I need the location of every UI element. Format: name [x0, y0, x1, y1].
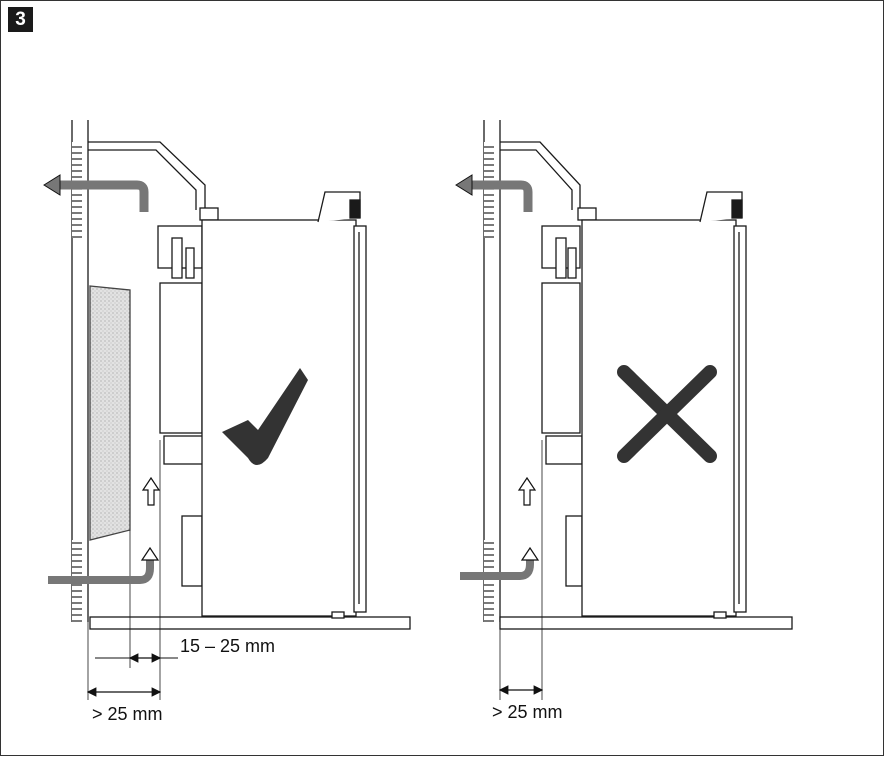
dimension-outer-right: > 25 mm	[492, 685, 563, 722]
wall-bracket	[88, 141, 206, 210]
left-panel-correct	[71, 120, 411, 700]
dimension-outer-left-label: > 25 mm	[92, 704, 163, 724]
airflow-in-arrow	[48, 560, 154, 584]
dimension-inner: 15 – 25 mm	[95, 636, 275, 663]
dimension-outer-left: > 25 mm	[86, 687, 163, 724]
checkmark-icon	[222, 368, 308, 465]
wall-vent-top	[72, 142, 82, 238]
airflow-out-arrow	[58, 180, 149, 212]
figure-number-badge: 3	[8, 7, 33, 32]
dimension-inner-label: 15 – 25 mm	[180, 636, 275, 656]
cross-icon	[617, 365, 717, 463]
insulation-panel	[89, 285, 131, 541]
floor	[89, 616, 411, 630]
airflow-up-arrow	[141, 476, 161, 506]
dimension-outer-right-label: > 25 mm	[492, 702, 563, 722]
